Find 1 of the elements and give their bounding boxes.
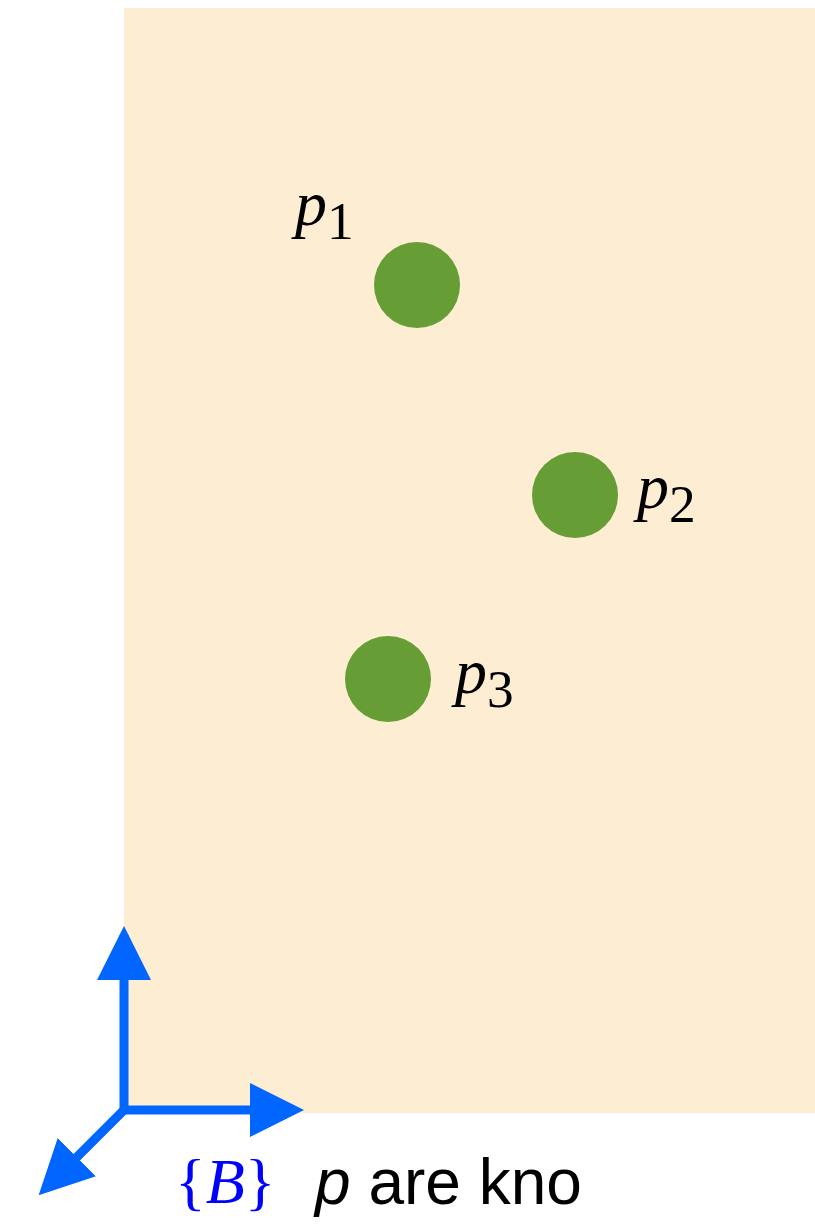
frame-label: {B} [175,1150,276,1214]
